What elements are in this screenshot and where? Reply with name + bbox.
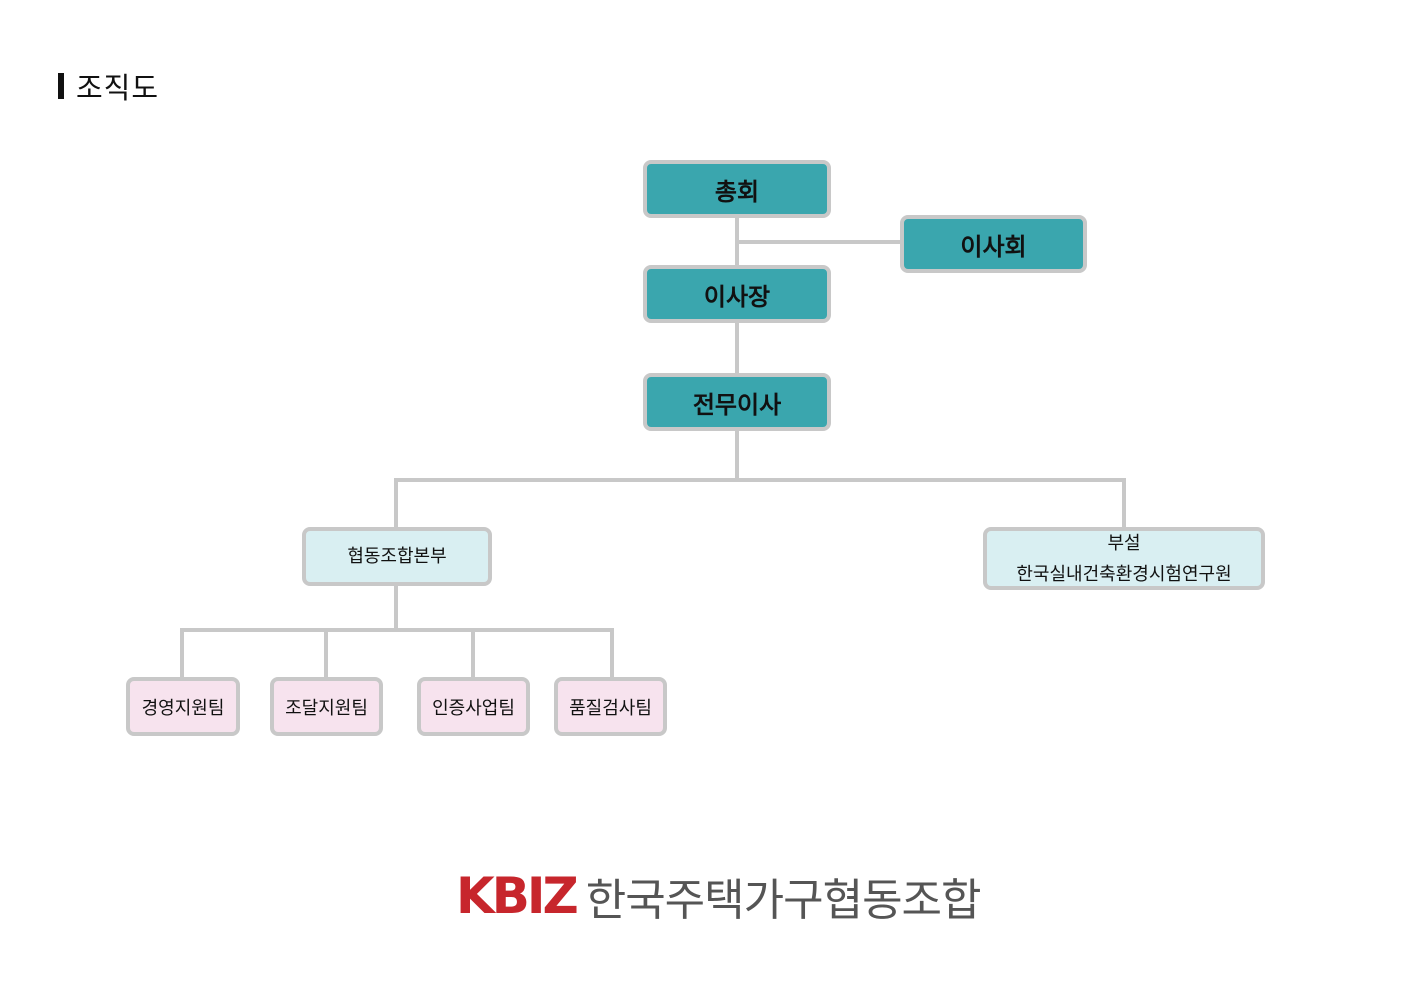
node-label: 전무이사 (692, 389, 782, 419)
node-team-certification: 인증사업팀 (417, 677, 530, 736)
node-team-procurement-support: 조달지원팀 (270, 677, 383, 736)
node-label-line2: 한국실내건축환경시험연구원 (1016, 563, 1232, 585)
node-team-management-support: 경영지원팀 (126, 677, 240, 736)
node-label: 총회 (714, 176, 760, 206)
node-chairman: 이사장 (643, 265, 831, 323)
node-institute: 부설 한국실내건축환경시험연구원 (983, 527, 1265, 590)
node-general-assembly: 총회 (643, 160, 831, 218)
node-cooperative-hq: 협동조합본부 (302, 527, 492, 586)
node-label: 협동조합본부 (347, 546, 447, 567)
node-executive-director: 전무이사 (643, 373, 831, 431)
node-label: 이사장 (703, 281, 771, 311)
footer-logo: KBIZ 한국주택가구협동조합 (456, 866, 982, 926)
organization-name: 한국주택가구협동조합 (585, 875, 982, 926)
node-label: 이사회 (960, 231, 1027, 261)
page-title: 조직도 (76, 71, 160, 105)
page-heading: 조직도 (58, 66, 159, 106)
node-label: 경영지원팀 (141, 697, 225, 719)
node-label: 품질검사팀 (569, 697, 652, 719)
kbiz-logo: KBIZ (456, 867, 579, 925)
node-label: 인증사업팀 (432, 697, 515, 719)
node-label: 조달지원팀 (285, 697, 368, 719)
heading-bar (58, 73, 64, 99)
node-label-line1: 부설 (1107, 532, 1141, 554)
node-team-quality-inspection: 품질검사팀 (554, 677, 667, 736)
node-board: 이사회 (900, 215, 1087, 273)
